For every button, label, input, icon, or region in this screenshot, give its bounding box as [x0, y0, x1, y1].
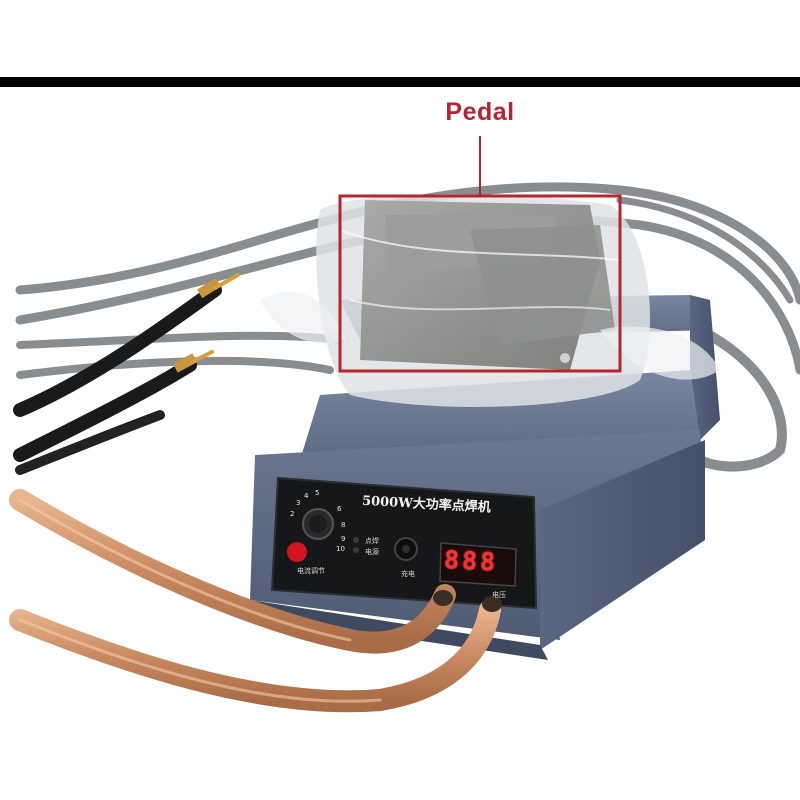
top-border-bar [0, 77, 800, 87]
pedal-label: Pedal [445, 98, 515, 126]
power-port-label: 充电 [401, 570, 415, 578]
dial-number: 10 [336, 545, 345, 553]
dial-number: 4 [304, 492, 309, 500]
indicator-label: 电源 [365, 548, 379, 556]
display-caption: 电压 [492, 591, 506, 599]
dial-number: 8 [341, 521, 346, 529]
indicator-label: 点焊 [365, 537, 379, 545]
pedal-highlight-box [338, 194, 622, 373]
dial-number: 5 [315, 489, 320, 497]
foot-pedal [260, 194, 720, 407]
copper-cables [9, 489, 502, 713]
dial-number: 2 [290, 510, 295, 518]
red-button [287, 542, 307, 562]
pedal-callout [338, 136, 622, 373]
led-display [439, 542, 517, 587]
dial-number: 3 [296, 499, 301, 507]
front-panel-controls [287, 508, 517, 587]
dial-caption: 电流调节 [297, 567, 325, 575]
dial-number: 9 [341, 535, 346, 543]
probe-cables [13, 273, 240, 475]
led-display-value: 888 [443, 545, 499, 577]
dial-number: 6 [337, 505, 342, 513]
